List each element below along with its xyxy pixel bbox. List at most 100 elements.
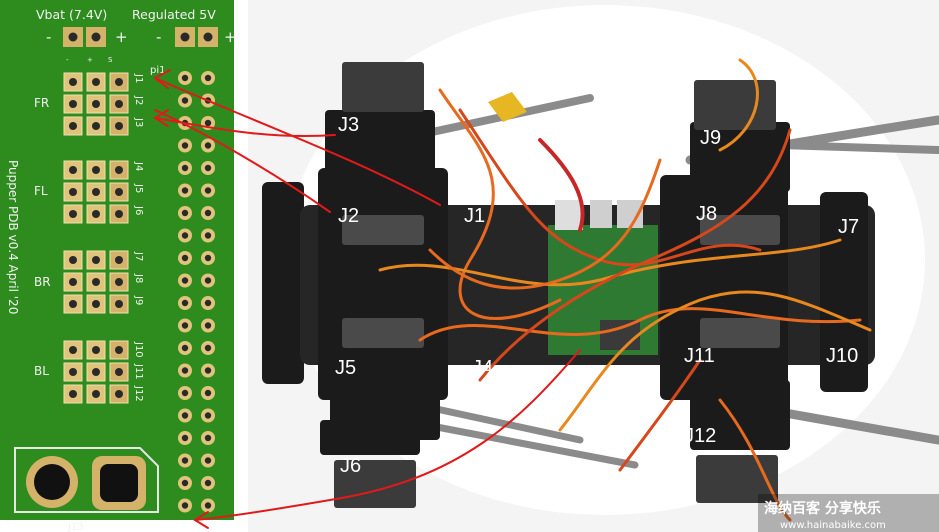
pi-pad-hole bbox=[204, 164, 212, 172]
arrow-j3 bbox=[154, 117, 336, 137]
arrow-j2 bbox=[154, 109, 331, 213]
pi-pad-hole bbox=[181, 142, 189, 149]
header-label-j12: J12 bbox=[133, 385, 144, 402]
pi-pad-hole bbox=[181, 209, 189, 217]
servo-pad-hole bbox=[115, 122, 123, 130]
reg-minus: - bbox=[156, 28, 161, 46]
pin-signal: S bbox=[108, 56, 113, 64]
servo-pad-hole bbox=[92, 166, 100, 174]
servo-pad-hole bbox=[69, 188, 77, 196]
photo-label-j9: J9 bbox=[700, 127, 721, 149]
servo-pad-hole bbox=[69, 210, 77, 218]
pi-pad-hole bbox=[181, 412, 189, 419]
pi-pad-hole bbox=[181, 299, 189, 307]
arrow-j1-head bbox=[153, 69, 171, 89]
pi-pad-hole bbox=[181, 367, 189, 374]
photo-label-j3: J3 bbox=[338, 114, 359, 136]
vbat-pads bbox=[63, 27, 106, 47]
vbat-minus: - bbox=[46, 28, 51, 46]
servo-pad-hole bbox=[69, 166, 77, 174]
servo-pad-hole bbox=[115, 210, 123, 218]
pi-label: pi1 bbox=[150, 65, 166, 76]
header-label-j5: J5 bbox=[133, 183, 144, 193]
servo-pad-hole bbox=[115, 300, 123, 308]
pi-pad-hole bbox=[181, 389, 189, 397]
photo-label-j4: J4 bbox=[472, 357, 493, 379]
servo-wires bbox=[378, 58, 872, 522]
header-label-j9: J9 bbox=[133, 295, 144, 305]
pi-pad-hole bbox=[181, 457, 189, 464]
photo-label-j8: J8 bbox=[696, 203, 717, 225]
photo-label-j6: J6 bbox=[340, 455, 361, 477]
servo-pad-hole bbox=[92, 210, 100, 218]
group-label-fr: FR bbox=[34, 96, 49, 110]
regulated-label: Regulated 5V bbox=[132, 7, 216, 22]
pi-pad-hole bbox=[204, 299, 212, 307]
pi-pad-hole bbox=[204, 277, 212, 284]
servo-pad-hole bbox=[92, 100, 100, 108]
servo-pad-hole bbox=[92, 78, 100, 86]
pcb-board: Vbat (7.4V) Regulated 5V - + - + - + S p… bbox=[0, 0, 248, 532]
pi-pad-hole bbox=[204, 457, 212, 464]
pi-pad-hole bbox=[204, 142, 212, 149]
pi-pad-hole bbox=[204, 232, 212, 239]
servo-pad-hole bbox=[115, 78, 123, 86]
board-title: Pupper PDB v0.4 April '20 bbox=[6, 160, 20, 314]
group-label-bl: BL bbox=[34, 364, 49, 378]
pi-pad-hole bbox=[204, 254, 212, 262]
vbat-label: Vbat (7.4V) bbox=[36, 7, 107, 22]
pi-pad-hole bbox=[181, 434, 189, 442]
header-label-j11: J11 bbox=[133, 363, 144, 380]
watermark-bg bbox=[758, 494, 939, 532]
arrow-bottom-head bbox=[193, 511, 209, 529]
servo-labels: J1 J2 J3 J4 J5 J6 J7 J8 J9 J10 J11 J12 bbox=[335, 114, 859, 477]
servo-pad-hole bbox=[69, 78, 77, 86]
servo-pad-hole bbox=[92, 368, 100, 376]
pi-pad-hole bbox=[204, 322, 212, 329]
photo-label-j12: J12 bbox=[684, 425, 716, 447]
servo-pad-hole bbox=[92, 300, 100, 308]
servo-pad-hole bbox=[115, 166, 123, 174]
arrow-j3-head bbox=[153, 109, 169, 127]
servo-pad-hole bbox=[69, 300, 77, 308]
reg-plus: + bbox=[224, 28, 237, 46]
servo-pad-hole bbox=[92, 256, 100, 264]
servo-pad-hole bbox=[69, 122, 77, 130]
servo-pad-hole bbox=[92, 188, 100, 196]
pi-pad-hole bbox=[181, 277, 189, 284]
pi-pad-hole bbox=[181, 502, 189, 509]
photo-label-j10: J10 bbox=[826, 345, 858, 367]
pi-pad-hole bbox=[181, 254, 189, 262]
pi-pad-hole bbox=[181, 187, 189, 194]
servo-pad-hole bbox=[69, 100, 77, 108]
pi-pad-hole bbox=[204, 367, 212, 374]
pi-pad-hole bbox=[204, 389, 212, 397]
servo-pad-hole bbox=[92, 278, 100, 286]
header-label-j8: J8 bbox=[133, 273, 144, 283]
header-label-j7: J7 bbox=[133, 251, 144, 261]
pin-minus: - bbox=[66, 56, 69, 64]
pi-pad-hole bbox=[204, 344, 212, 352]
pi-pad-hole bbox=[181, 344, 189, 352]
bottom-label: J13 bbox=[67, 522, 84, 532]
header-label-j4: J4 bbox=[133, 161, 144, 171]
servo-pad-hole bbox=[115, 100, 123, 108]
group-label-fl: FL bbox=[34, 184, 48, 198]
servo-pad-hole bbox=[115, 188, 123, 196]
pi-pad-hole bbox=[204, 434, 212, 442]
servo-pad-hole bbox=[115, 346, 123, 354]
pi-pad-hole bbox=[204, 412, 212, 419]
pi-pad-hole bbox=[181, 479, 189, 487]
pi-pad-hole bbox=[181, 164, 189, 172]
pi-pad-hole bbox=[204, 502, 212, 509]
watermark-url: www.hainabaike.com bbox=[780, 520, 886, 531]
regulated-pads bbox=[175, 27, 218, 47]
servo-pad-hole bbox=[69, 368, 77, 376]
servo-pad-hole bbox=[115, 390, 123, 398]
pin-plus: + bbox=[87, 56, 93, 64]
pi-pad-hole bbox=[204, 187, 212, 194]
robot-photo: J1 J2 J3 J4 J5 J6 J7 J8 J9 J10 J11 J12 海… bbox=[248, 0, 939, 532]
pi-pad-hole bbox=[204, 479, 212, 487]
pi-pad-hole bbox=[204, 209, 212, 217]
